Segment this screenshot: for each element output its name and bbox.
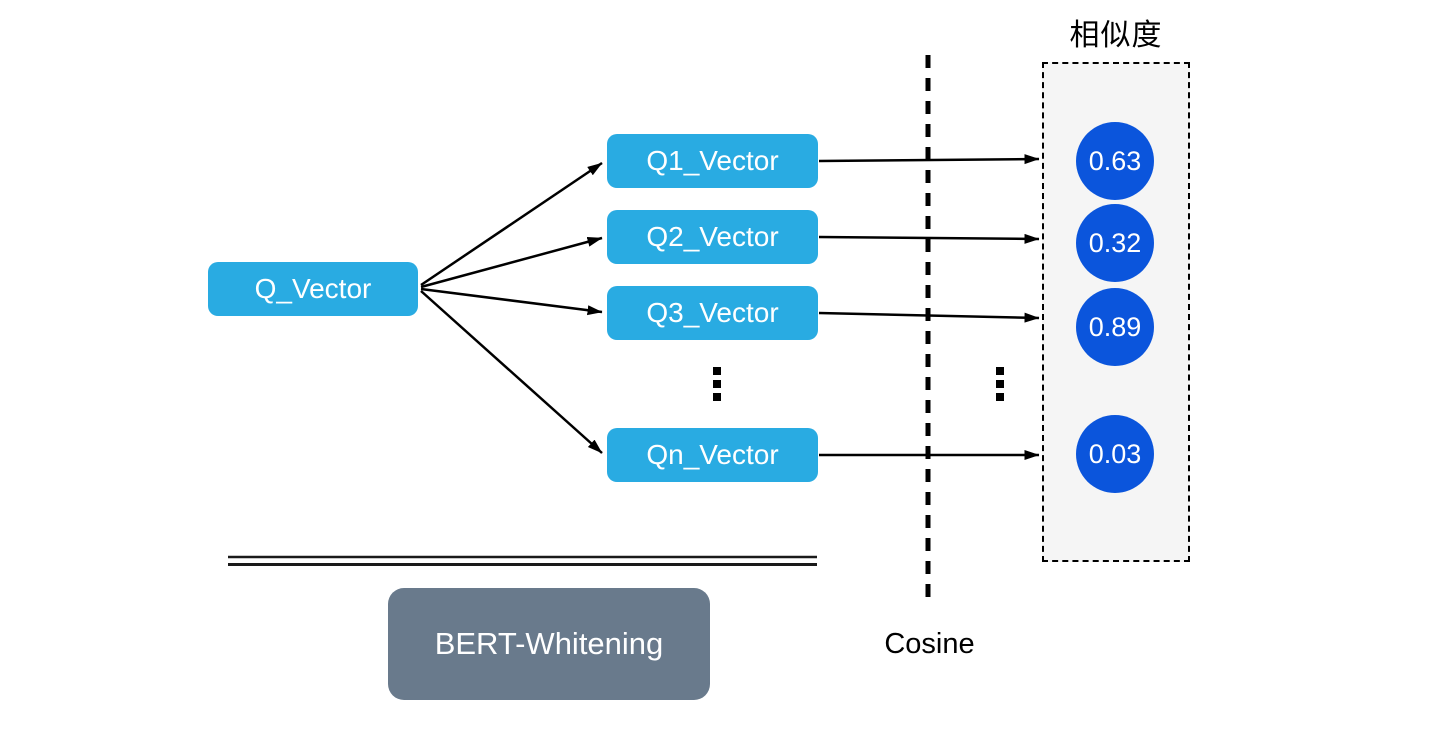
- ellipsis-dot: [996, 380, 1004, 388]
- ellipsis-dot: [996, 367, 1004, 375]
- ellipsis-query-nodes: [713, 367, 721, 401]
- node-q-vector: Q_Vector: [208, 262, 418, 316]
- arrow-source-to-q3: [420, 287, 603, 316]
- score-circle-q2: 0.32: [1076, 204, 1154, 282]
- node-bert-whitening: BERT-Whitening: [388, 588, 710, 700]
- ellipsis-scores: [996, 367, 1004, 401]
- cosine-label: Cosine: [884, 628, 975, 660]
- arrow-q1-to-score: [818, 154, 1040, 165]
- score-circle-q3: 0.89: [1076, 288, 1154, 366]
- ellipsis-dot: [713, 380, 721, 388]
- node-q3-vector: Q3_Vector: [607, 286, 818, 340]
- node-q1-vector: Q1_Vector: [607, 134, 818, 188]
- score-circle-q1: 0.63: [1076, 122, 1154, 200]
- arrow-source-to-q1: [420, 161, 603, 287]
- arrow-source-to-q2: [420, 236, 603, 289]
- ellipsis-dot: [713, 367, 721, 375]
- similarity-panel-title: 相似度: [1069, 19, 1163, 52]
- ellipsis-dot: [713, 393, 721, 401]
- score-circle-qn: 0.03: [1076, 415, 1154, 493]
- arrow-source-to-qn: [420, 290, 603, 454]
- arrow-q3-to-score: [818, 311, 1040, 323]
- ellipsis-dot: [996, 393, 1004, 401]
- node-q2-vector: Q2_Vector: [607, 210, 818, 264]
- node-qn-vector: Qn_Vector: [607, 428, 818, 482]
- arrow-q2-to-score: [818, 233, 1040, 244]
